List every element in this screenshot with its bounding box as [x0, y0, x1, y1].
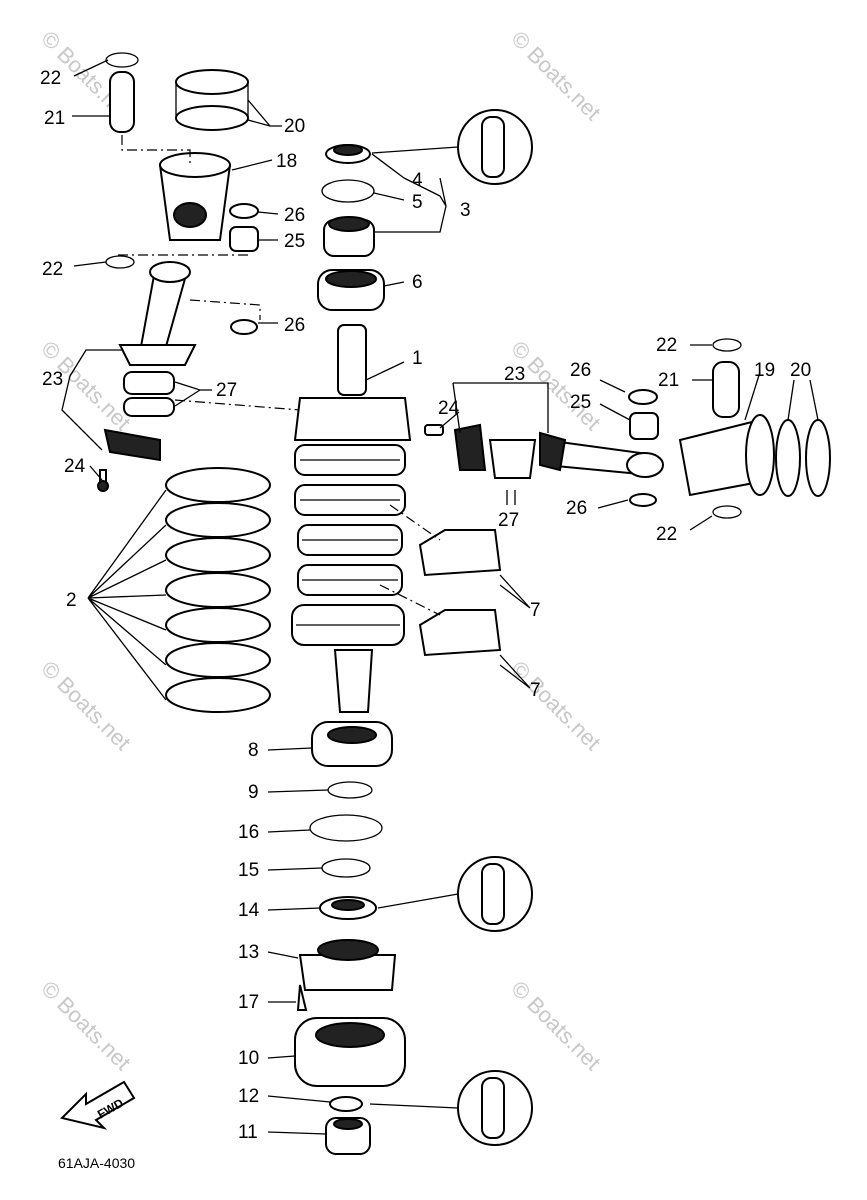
crank-bearing-part — [123, 371, 175, 395]
callout-label: 17 — [238, 992, 259, 1013]
callout-label: 27 — [498, 510, 519, 531]
upper-bearing-stack — [317, 144, 385, 311]
callout-label: 11 — [238, 1122, 258, 1143]
callout-label: 9 — [248, 782, 259, 803]
callout-label: 22 — [656, 524, 677, 545]
crankshaft-part — [291, 324, 412, 713]
callout-label: 3 — [460, 200, 471, 221]
fwd-arrow-icon: FWD — [60, 1080, 136, 1130]
callout-label: 24 — [64, 456, 86, 477]
callout-label: 21 — [44, 108, 65, 129]
watermark: © Boats.net — [506, 976, 605, 1075]
piston-ring-part — [175, 105, 249, 131]
callout-label: 6 — [412, 272, 423, 293]
watermark: © Boats.net — [506, 26, 605, 125]
washer-part — [229, 203, 259, 219]
callout-label: 14 — [238, 900, 260, 921]
callout-label: 25 — [284, 231, 305, 252]
watermark: © Boats.net — [36, 656, 135, 755]
callout-labels: 22 21 20 18 26 25 22 26 23 27 24 4 5 3 6… — [40, 68, 811, 1143]
callout-label: 23 — [504, 364, 525, 385]
callout-label: 16 — [238, 822, 259, 843]
watermark: © Boats.net — [36, 976, 135, 1075]
callout-label: 7 — [530, 680, 541, 701]
callout-label: 13 — [238, 942, 259, 963]
callout-label: 2 — [66, 590, 77, 611]
callout-label: 12 — [238, 1086, 259, 1107]
lubricant-symbols — [369, 109, 533, 1146]
callout-label: 4 — [412, 170, 423, 191]
callout-label: 7 — [530, 600, 541, 621]
callout-label: 15 — [238, 860, 259, 881]
leader-lines — [61, 59, 819, 1135]
crank-main-bearings — [379, 504, 502, 657]
callout-label: 22 — [42, 259, 63, 280]
piston-ring-part — [175, 69, 249, 95]
callout-label: 1 — [412, 348, 423, 369]
callout-label: 5 — [412, 192, 423, 213]
callout-label: 10 — [238, 1048, 259, 1069]
diagram-code: 61AJA-4030 — [58, 1155, 135, 1171]
callout-label: 18 — [276, 151, 297, 172]
callout-label: 24 — [438, 398, 460, 419]
callout-label: 20 — [284, 116, 305, 137]
callout-label: 23 — [42, 369, 63, 390]
callout-label: 19 — [754, 360, 775, 381]
callout-label: 22 — [656, 335, 677, 356]
left-piston-assembly — [97, 52, 301, 492]
callout-label: 21 — [658, 370, 679, 391]
watermark: © Boats.net — [506, 656, 605, 755]
callout-label: 26 — [570, 360, 591, 381]
callout-label: 22 — [40, 68, 61, 89]
callout-label: 26 — [284, 315, 305, 336]
lower-bearing-stack — [294, 721, 406, 1155]
callout-label: 20 — [790, 360, 811, 381]
o-ring-part — [321, 179, 375, 203]
piston-pin-part — [109, 71, 135, 133]
watermark: © Boats.net — [506, 336, 605, 435]
needle-bearing-part — [229, 226, 259, 252]
right-piston-assembly — [424, 338, 831, 519]
callout-label: 26 — [566, 498, 587, 519]
rod-cap-part — [103, 428, 161, 462]
callout-label: 8 — [248, 740, 259, 761]
callout-label: 26 — [284, 205, 305, 226]
callout-label: 25 — [570, 392, 591, 413]
circlip-part — [105, 52, 139, 68]
callout-label: 27 — [216, 380, 237, 401]
piston-rings-set — [87, 467, 271, 713]
